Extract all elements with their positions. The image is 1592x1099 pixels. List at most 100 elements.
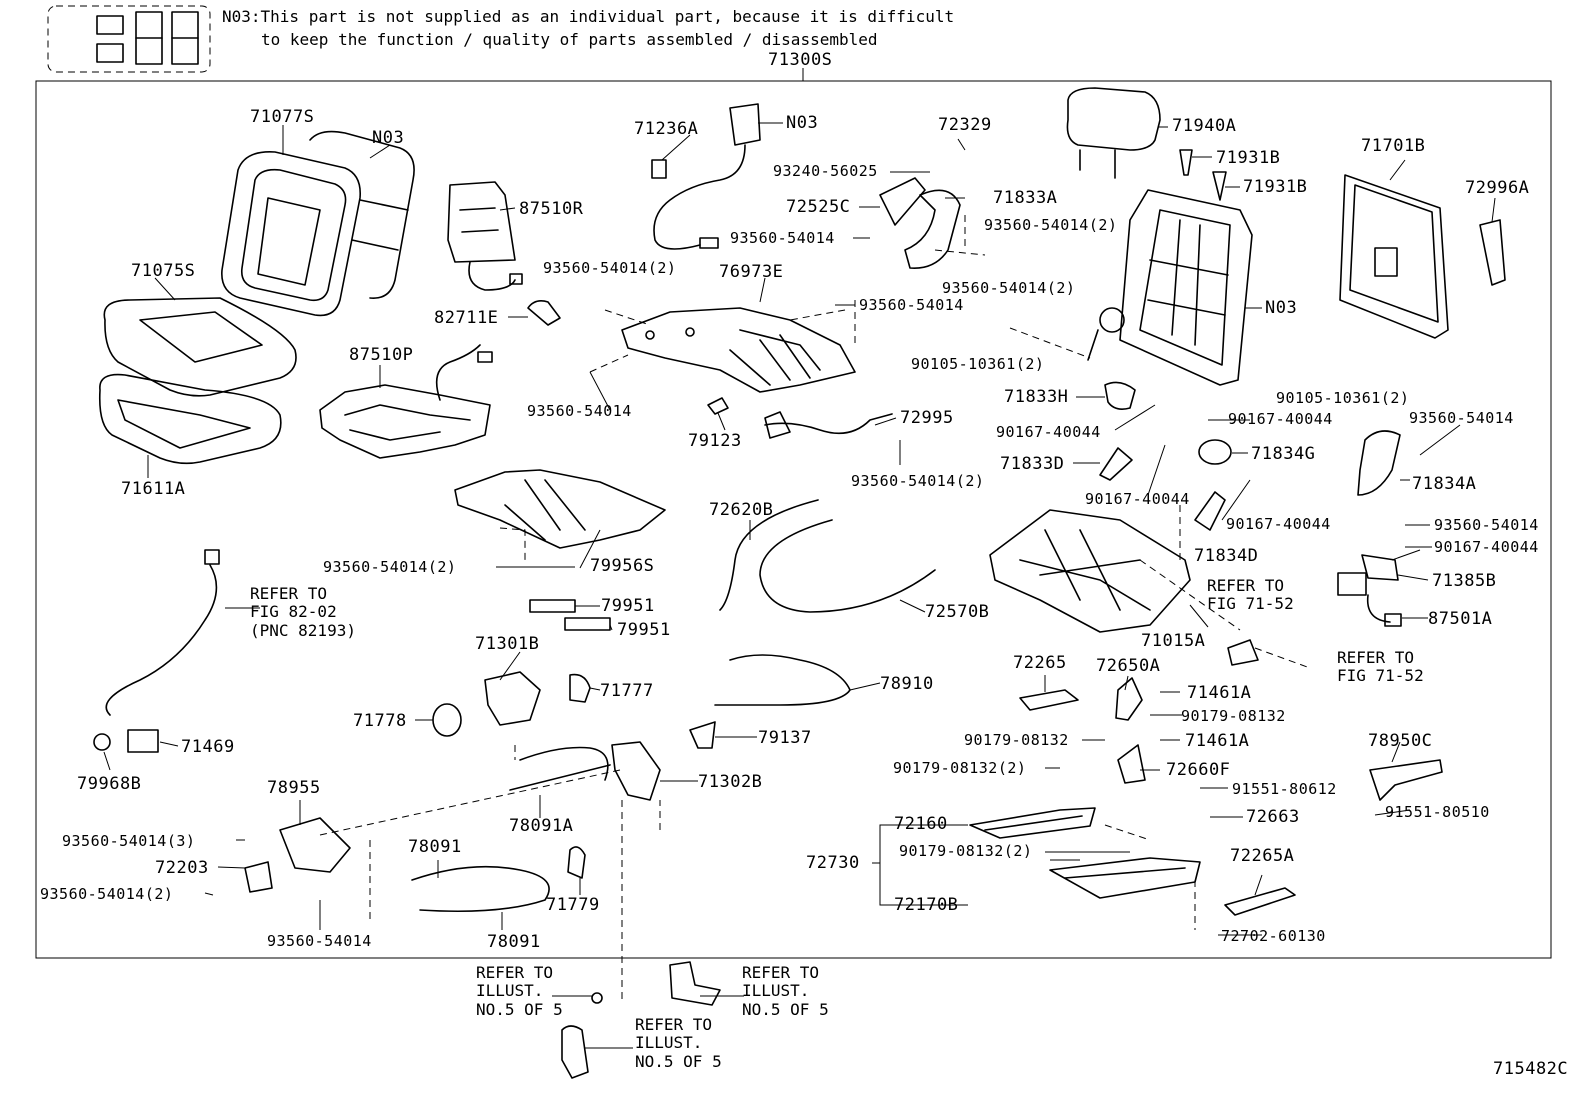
part-label-79123[interactable]: 79123 (688, 431, 742, 451)
part-label-93560-54014-2[interactable]: 93560-54014(2) (323, 558, 457, 576)
ref-line: (PNC 82193) (250, 620, 356, 640)
part-label-71777[interactable]: 71777 (600, 681, 654, 701)
part-label-71833d[interactable]: 71833D (1000, 454, 1065, 474)
part-label-93560-54014-2[interactable]: 93560-54014(2) (851, 472, 985, 490)
part-label-78091[interactable]: 78091 (408, 837, 462, 857)
part-label-76973e[interactable]: 76973E (719, 262, 784, 282)
part-label-71834a[interactable]: 71834A (1412, 474, 1477, 494)
part-label-72203[interactable]: 72203 (155, 858, 209, 878)
part-label-71015a[interactable]: 71015A (1141, 631, 1206, 651)
part-label-93560-54014-2[interactable]: 93560-54014(2) (543, 259, 677, 277)
part-label-78955[interactable]: 78955 (267, 778, 321, 798)
part-label-71077s[interactable]: 71077S (250, 107, 315, 127)
part-label-90105-10361-2[interactable]: 90105-10361(2) (1276, 389, 1410, 407)
part-label-93560-54014[interactable]: 93560-54014 (1409, 409, 1514, 427)
part-label-72650a[interactable]: 72650A (1096, 656, 1161, 676)
part-label-90179-08132[interactable]: 90179-08132 (1181, 707, 1286, 725)
part-label-72265[interactable]: 72265 (1013, 653, 1067, 673)
part-label-71385b[interactable]: 71385B (1432, 571, 1497, 591)
part-label-87510p[interactable]: 87510P (349, 345, 414, 365)
ref-fig-71-52-a[interactable]: REFER TO FIG 71-52 (1207, 576, 1294, 614)
part-label-90167-40044[interactable]: 90167-40044 (1085, 490, 1190, 508)
part-label-71833a[interactable]: 71833A (993, 188, 1058, 208)
part-label-93560-54014-2[interactable]: 93560-54014(2) (942, 279, 1076, 297)
ref-fig-71-52-b[interactable]: REFER TO FIG 71-52 (1337, 648, 1424, 686)
part-label-72996a[interactable]: 72996A (1465, 178, 1530, 198)
part-label-78910[interactable]: 78910 (880, 674, 934, 694)
part-label-91551-80612[interactable]: 91551-80612 (1232, 780, 1337, 798)
part-label-93240-56025[interactable]: 93240-56025 (773, 162, 878, 180)
part-label-72265a[interactable]: 72265A (1230, 846, 1295, 866)
part-label-71236a[interactable]: 71236A (634, 119, 699, 139)
part-label-93560-54014[interactable]: 93560-54014 (859, 296, 964, 314)
part-label-71779[interactable]: 71779 (546, 895, 600, 915)
part-label-79951[interactable]: 79951 (617, 620, 671, 640)
part-label-79956s[interactable]: 79956S (590, 556, 655, 576)
part-label-93560-54014-2[interactable]: 93560-54014(2) (40, 885, 174, 903)
part-label-90179-08132-2[interactable]: 90179-08132(2) (899, 842, 1033, 860)
part-label-71611a[interactable]: 71611A (121, 479, 186, 499)
part-label-90167-40044[interactable]: 90167-40044 (996, 423, 1101, 441)
part-label-93560-54014[interactable]: 93560-54014 (730, 229, 835, 247)
part-label-71834d[interactable]: 71834D (1194, 546, 1259, 566)
part-label-n03[interactable]: N03 (372, 128, 405, 148)
ref-illust-b[interactable]: REFER TO ILLUST. NO.5 OF 5 (742, 963, 829, 1019)
part-label-93560-54014[interactable]: 93560-54014 (527, 402, 632, 420)
part-label-79968b[interactable]: 79968B (77, 774, 142, 794)
seat-frame-71015a (989, 509, 1191, 633)
assembly-code: 71300S (768, 50, 833, 70)
part-label-82711e[interactable]: 82711E (434, 308, 499, 328)
part-label-90167-40044[interactable]: 90167-40044 (1434, 538, 1539, 556)
ref-line: ILLUST. (476, 981, 544, 1001)
part-label-71940a[interactable]: 71940A (1172, 116, 1237, 136)
part-label-71701b[interactable]: 71701B (1361, 136, 1426, 156)
part-label-71301b[interactable]: 71301B (475, 634, 540, 654)
part-label-72160[interactable]: 72160 (894, 814, 948, 834)
part-label-93560-54014-2[interactable]: 93560-54014(2) (984, 216, 1118, 234)
part-label-71461a[interactable]: 71461A (1185, 731, 1250, 751)
part-label-71302b[interactable]: 71302B (698, 772, 763, 792)
part-label-93560-54014-3[interactable]: 93560-54014(3) (62, 832, 196, 850)
part-label-71833h[interactable]: 71833H (1004, 387, 1069, 407)
part-label-87510r[interactable]: 87510R (519, 199, 584, 219)
part-label-90167-40044[interactable]: 90167-40044 (1228, 410, 1333, 428)
part-label-71931b[interactable]: 71931B (1243, 177, 1308, 197)
bracket-78950c (1369, 759, 1443, 801)
part-label-91551-80510[interactable]: 91551-80510 (1385, 803, 1490, 821)
part-label-90179-08132[interactable]: 90179-08132 (964, 731, 1069, 749)
part-label-71931b[interactable]: 71931B (1216, 148, 1281, 168)
part-label-90179-08132-2[interactable]: 90179-08132(2) (893, 759, 1027, 777)
part-label-79951[interactable]: 79951 (601, 596, 655, 616)
part-label-78091a[interactable]: 78091A (509, 816, 574, 836)
part-label-71778[interactable]: 71778 (353, 711, 407, 731)
part-label-72620b[interactable]: 72620B (709, 500, 774, 520)
part-label-78950c[interactable]: 78950C (1368, 731, 1433, 751)
part-label-71075s[interactable]: 71075S (131, 261, 196, 281)
part-label-71469[interactable]: 71469 (181, 737, 235, 757)
part-label-71834g[interactable]: 71834G (1251, 444, 1316, 464)
part-label-79137[interactable]: 79137 (758, 728, 812, 748)
part-label-78091[interactable]: 78091 (487, 932, 541, 952)
part-label-72995[interactable]: 72995 (900, 408, 954, 428)
part-label-72663[interactable]: 72663 (1246, 807, 1300, 827)
part-label-93560-54014[interactable]: 93560-54014 (267, 932, 372, 950)
part-label-n03[interactable]: N03 (1265, 298, 1298, 318)
part-label-n03[interactable]: N03 (786, 113, 819, 133)
part-label-72702-60130[interactable]: 72702-60130 (1221, 927, 1326, 945)
ref-illust-a[interactable]: REFER TO ILLUST. NO.5 OF 5 (476, 963, 563, 1019)
note-n03-line1: N03:This part is not supplied as an indi… (222, 7, 955, 26)
assembly-frame (35, 80, 1552, 959)
part-label-71461a[interactable]: 71461A (1187, 683, 1252, 703)
part-label-72570b[interactable]: 72570B (925, 602, 990, 622)
part-label-90167-40044[interactable]: 90167-40044 (1226, 515, 1331, 533)
part-label-90105-10361-2[interactable]: 90105-10361(2) (911, 355, 1045, 373)
part-label-72730[interactable]: 72730 (806, 853, 860, 873)
part-label-72525c[interactable]: 72525C (786, 197, 851, 217)
ref-illust-c[interactable]: REFER TO ILLUST. NO.5 OF 5 (635, 1015, 722, 1071)
part-label-72329[interactable]: 72329 (938, 115, 992, 135)
part-label-93560-54014[interactable]: 93560-54014 (1434, 516, 1539, 534)
part-label-87501a[interactable]: 87501A (1428, 609, 1493, 629)
part-label-72660f[interactable]: 72660F (1166, 760, 1231, 780)
ref-fig-82-02[interactable]: REFER TO FIG 82-02 (PNC 82193) (250, 584, 356, 640)
part-label-72170b[interactable]: 72170B (894, 895, 959, 915)
